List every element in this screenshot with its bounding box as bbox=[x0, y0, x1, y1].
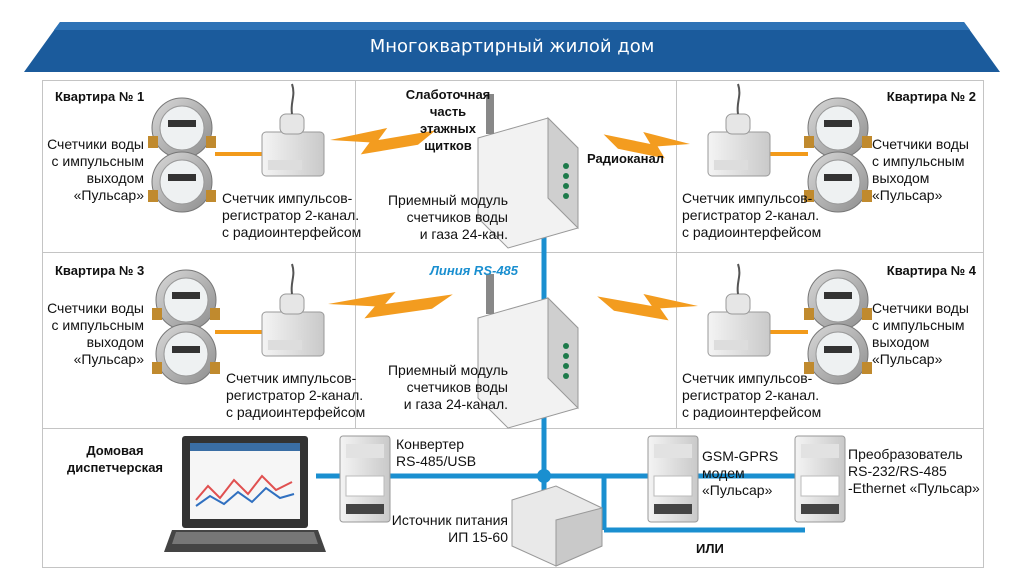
apartment-3-label: Квартира № 3 bbox=[55, 263, 145, 278]
column-divider bbox=[355, 80, 356, 428]
apartment-2-label: Квартира № 2 bbox=[886, 89, 976, 104]
apartment-1-recorder-caption: Счетчик импульсов-регистратор 2-канал. с… bbox=[222, 190, 362, 240]
rs485-line-label: Линия RS-485 bbox=[430, 263, 519, 278]
row-divider bbox=[42, 428, 983, 429]
apartment-4-label: Квартира № 4 bbox=[886, 263, 976, 278]
header-banner bbox=[24, 22, 1000, 72]
house-frame bbox=[42, 80, 984, 568]
apartment-2-recorder-caption: Счетчик импульсов-регистратор 2-канал. с… bbox=[682, 190, 822, 240]
column-divider bbox=[676, 80, 677, 428]
or-label: ИЛИ bbox=[696, 541, 724, 556]
radio-channel-label: Радиоканал bbox=[587, 151, 664, 166]
apartment-4-recorder-caption: Счетчик импульсов-регистратор 2-канал. с… bbox=[682, 370, 822, 420]
page-title: Многоквартирный жилой дом bbox=[369, 36, 655, 57]
row-divider bbox=[42, 252, 983, 253]
apartment-3-recorder-caption: Счетчик импульсов-регистратор 2-канал. с… bbox=[226, 370, 366, 420]
apartment-1-label: Квартира № 1 bbox=[55, 89, 145, 104]
